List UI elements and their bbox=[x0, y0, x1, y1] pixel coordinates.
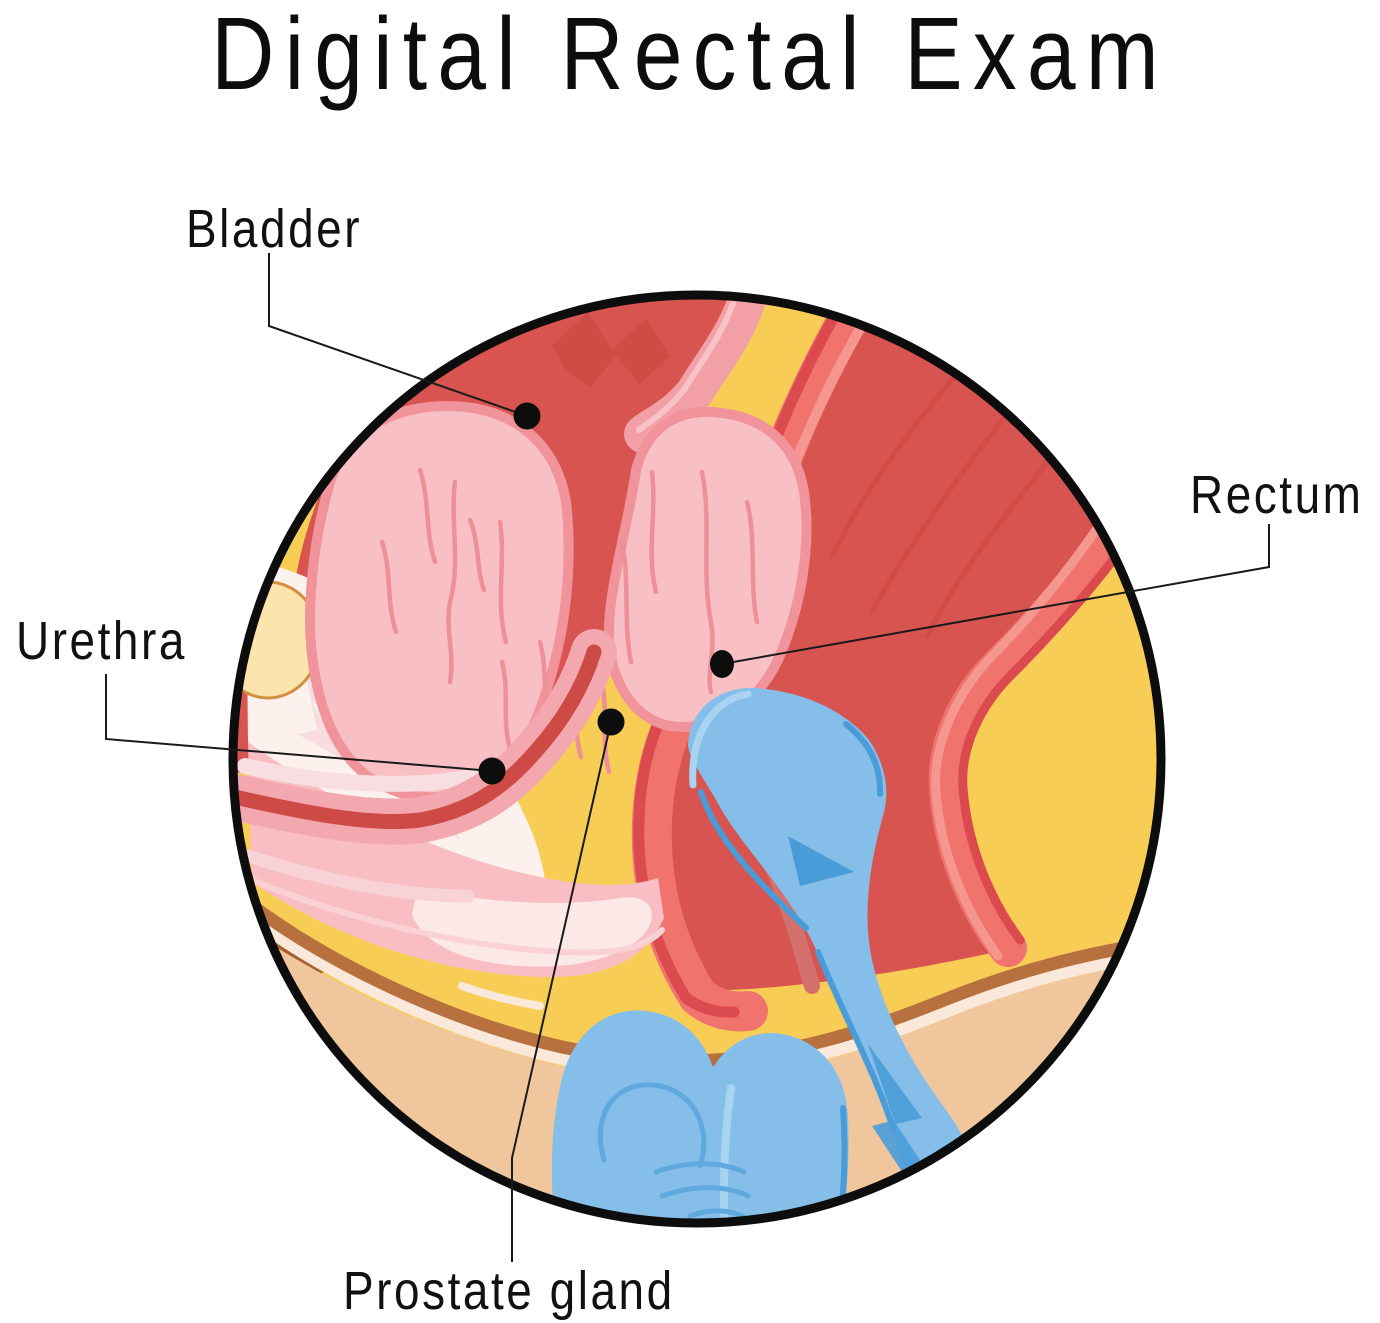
urethra-channel bbox=[236, 629, 665, 956]
label-prostate: Prostate gland bbox=[343, 1261, 675, 1321]
bladder-leader bbox=[268, 253, 528, 417]
rectum-leader bbox=[721, 524, 1270, 665]
knuckle-creases bbox=[597, 1082, 751, 1220]
perineal-cream-blob bbox=[412, 888, 652, 967]
urethra-leader bbox=[105, 674, 493, 772]
circle-frame bbox=[228, 290, 1166, 1228]
palm-crease bbox=[868, 1044, 940, 1196]
prostate-leader bbox=[511, 721, 612, 1262]
folded-finger-front bbox=[551, 1010, 721, 1220]
prostate-dot bbox=[597, 708, 625, 736]
label-bladder: Bladder bbox=[186, 199, 363, 259]
label-urethra: Urethra bbox=[16, 611, 187, 671]
finger-outlines bbox=[698, 721, 896, 1131]
label-rectum: Rectum bbox=[1190, 465, 1364, 525]
bladder-shadow-streak bbox=[552, 312, 670, 388]
bone-node bbox=[236, 580, 322, 700]
rectum-dot bbox=[710, 650, 734, 678]
bladder-dot bbox=[513, 402, 541, 430]
urethra-dot bbox=[478, 757, 506, 785]
finger-tip-highlight bbox=[689, 690, 752, 789]
leader-lines bbox=[105, 253, 1270, 1262]
circle-inset bbox=[236, 298, 1158, 1220]
label-dots bbox=[478, 402, 734, 785]
finger-crease-wedge bbox=[788, 836, 854, 886]
page-title: Digital Rectal Exam bbox=[211, 0, 1169, 111]
